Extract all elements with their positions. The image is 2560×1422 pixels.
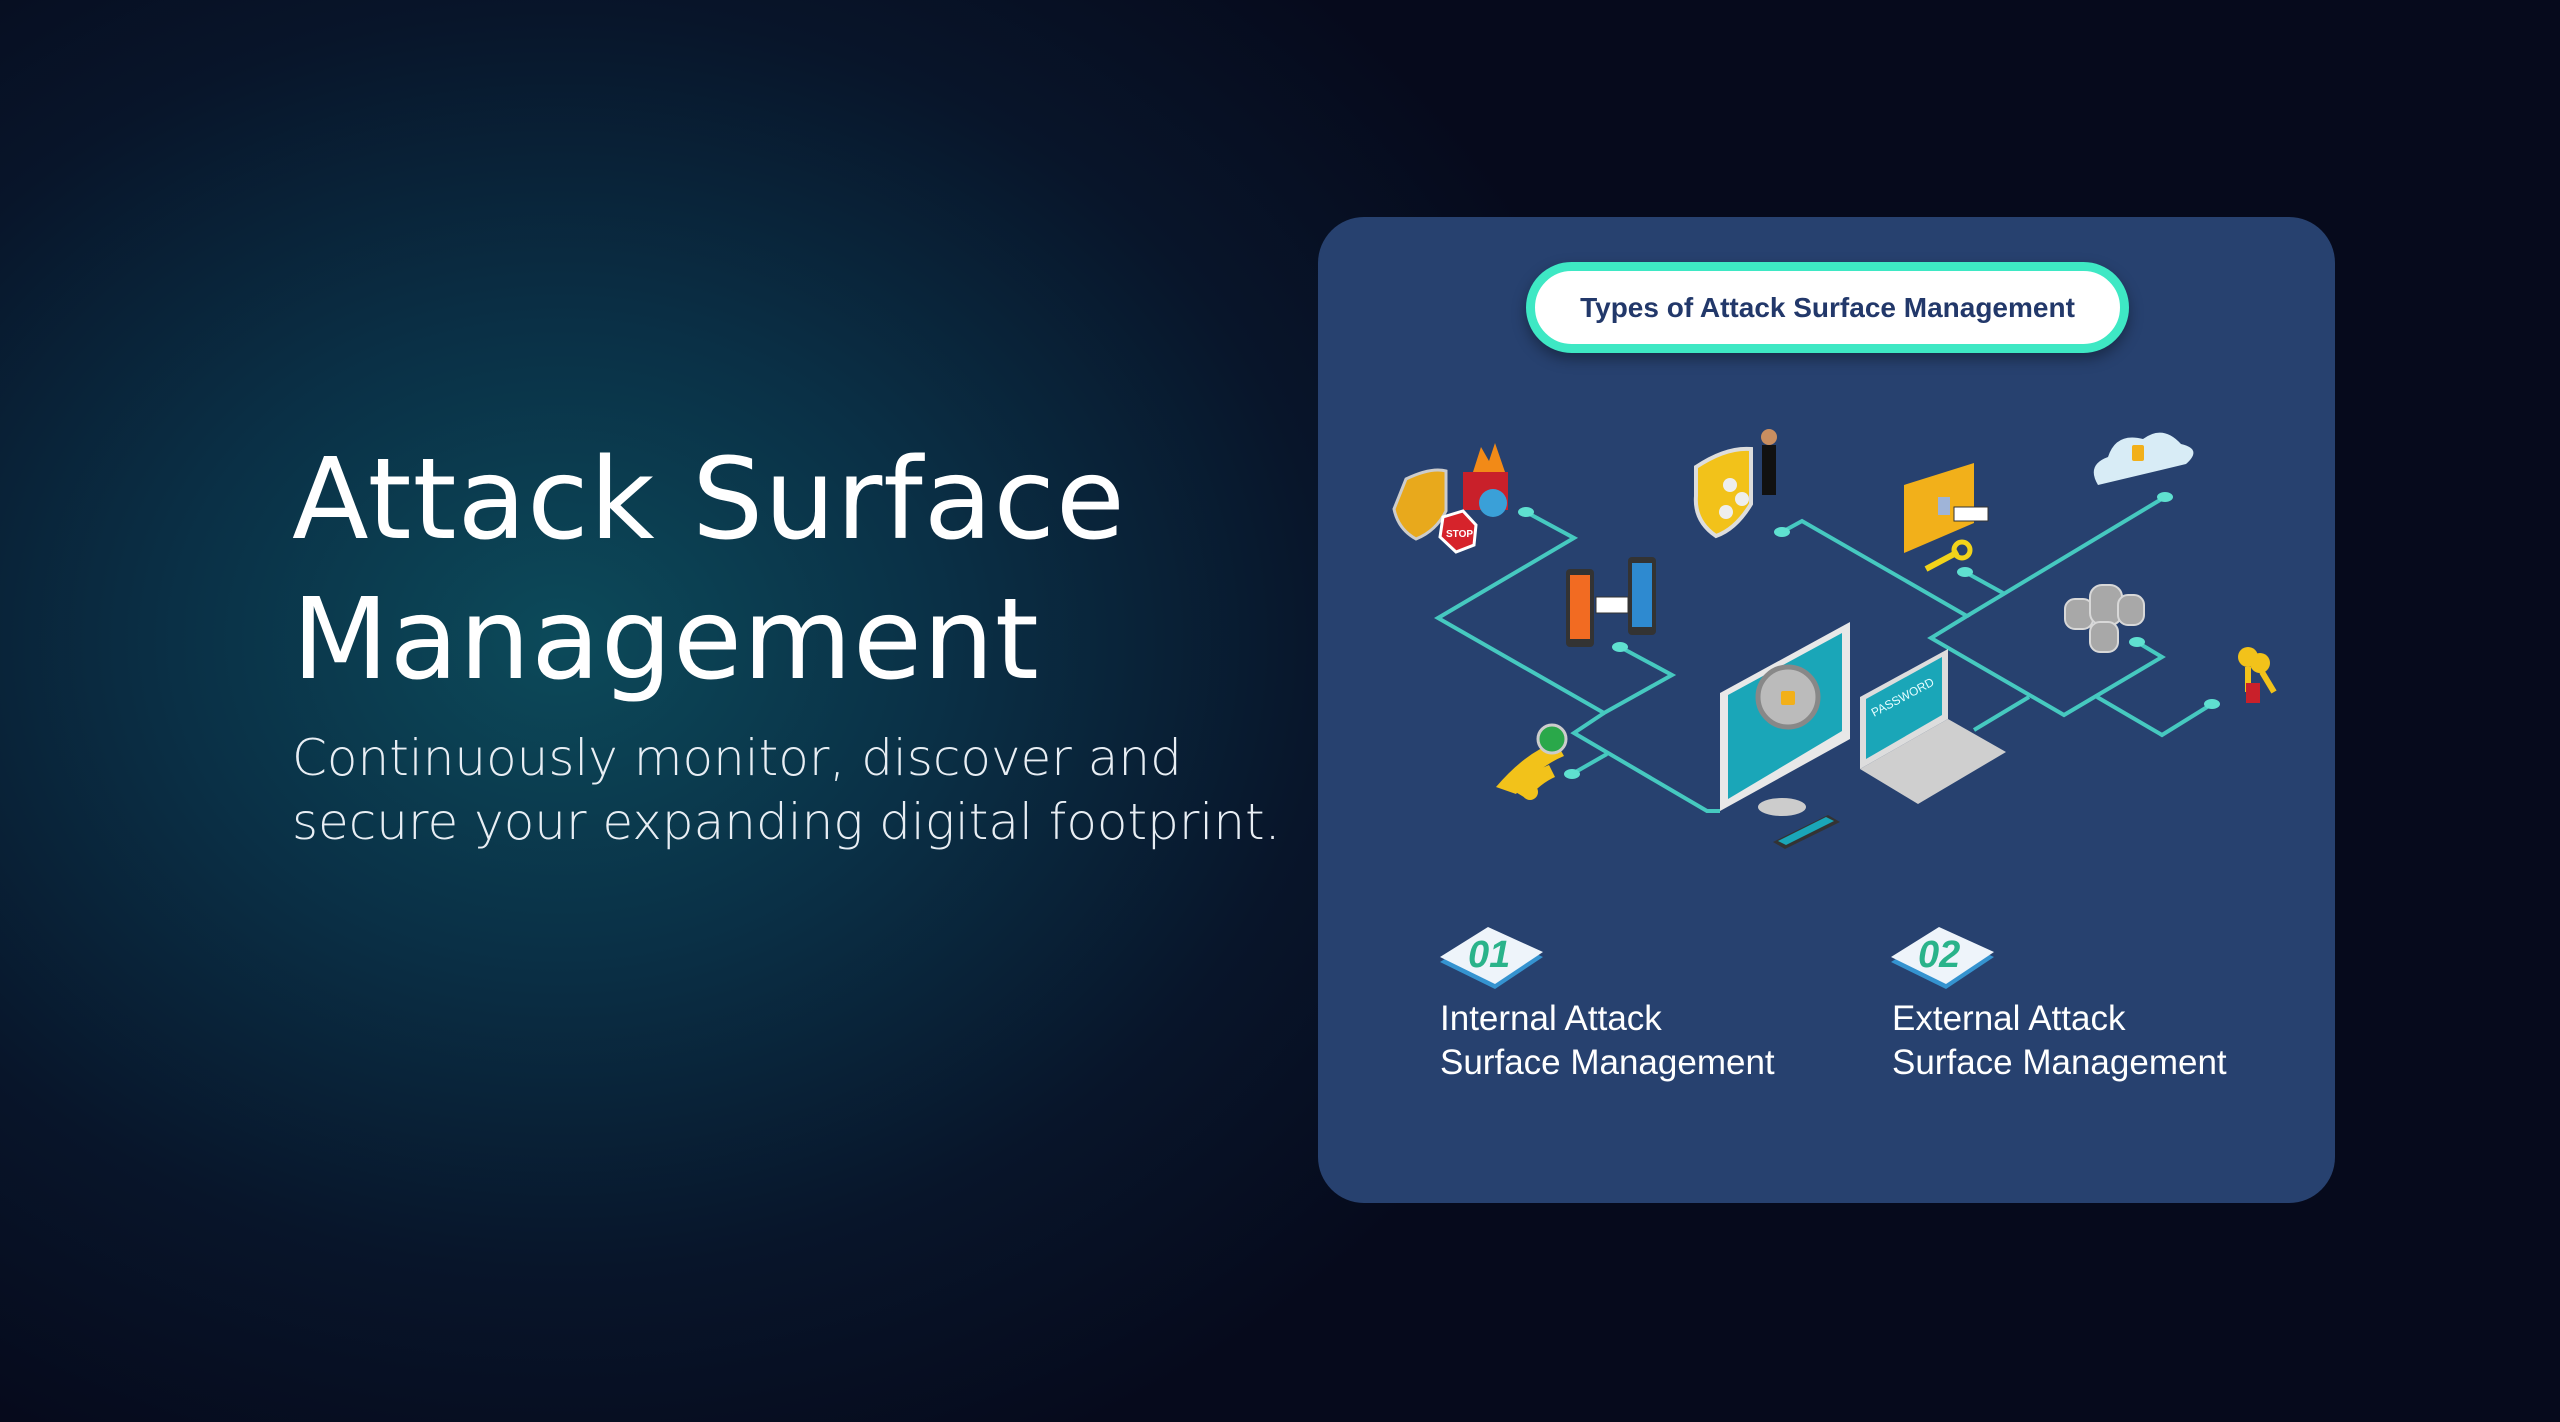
- smartphone-icon: [1773, 815, 1840, 849]
- firewall-icon: STOP: [1392, 443, 1508, 554]
- card-heading: Types of Attack Surface Management: [1580, 291, 2075, 323]
- label-line: External Attack: [1892, 999, 2126, 1038]
- label-line: Internal Attack: [1440, 999, 1662, 1038]
- keys-icon: [2238, 647, 2277, 703]
- cloud-lock-icon: [2093, 432, 2194, 485]
- label-line: Surface Management: [1440, 1043, 1775, 1082]
- stop-sign-label: STOP: [1446, 529, 1473, 540]
- mobile-auth-icon: [1566, 557, 1656, 647]
- title-line: Management: [292, 575, 1040, 705]
- network-illustration: STOP: [1392, 429, 2277, 989]
- subtitle-line: Continuously monitor, discover and: [292, 729, 1182, 787]
- laptop-password-icon: PASSWORD: [1860, 649, 2006, 804]
- badge-01-icon: 01: [1440, 927, 1543, 989]
- card-heading-pill: Types of Attack Surface Management: [1526, 262, 2129, 353]
- wifi-icon: [1496, 723, 1568, 800]
- database-icon: [2064, 584, 2145, 653]
- network-lines: [1434, 495, 2214, 813]
- locked-folder-icon: [1904, 463, 1989, 572]
- monitor-safe-icon: [1720, 622, 1850, 816]
- badge-02-icon: 02: [1891, 927, 1994, 989]
- badge-number: 01: [1468, 934, 1510, 976]
- asm-types-card: STOP: [1318, 217, 2335, 1203]
- label-line: Surface Management: [1892, 1043, 2227, 1082]
- badge-number: 02: [1918, 934, 1960, 976]
- shield-spy-icon: [1693, 429, 1777, 539]
- title-line: Attack Surface: [292, 435, 1126, 565]
- network-nodes: [1518, 492, 2220, 779]
- subtitle-line: secure your expanding digital footprint.: [292, 793, 1281, 851]
- hero-subtitle: Continuously monitor, discover and secure…: [292, 726, 1292, 854]
